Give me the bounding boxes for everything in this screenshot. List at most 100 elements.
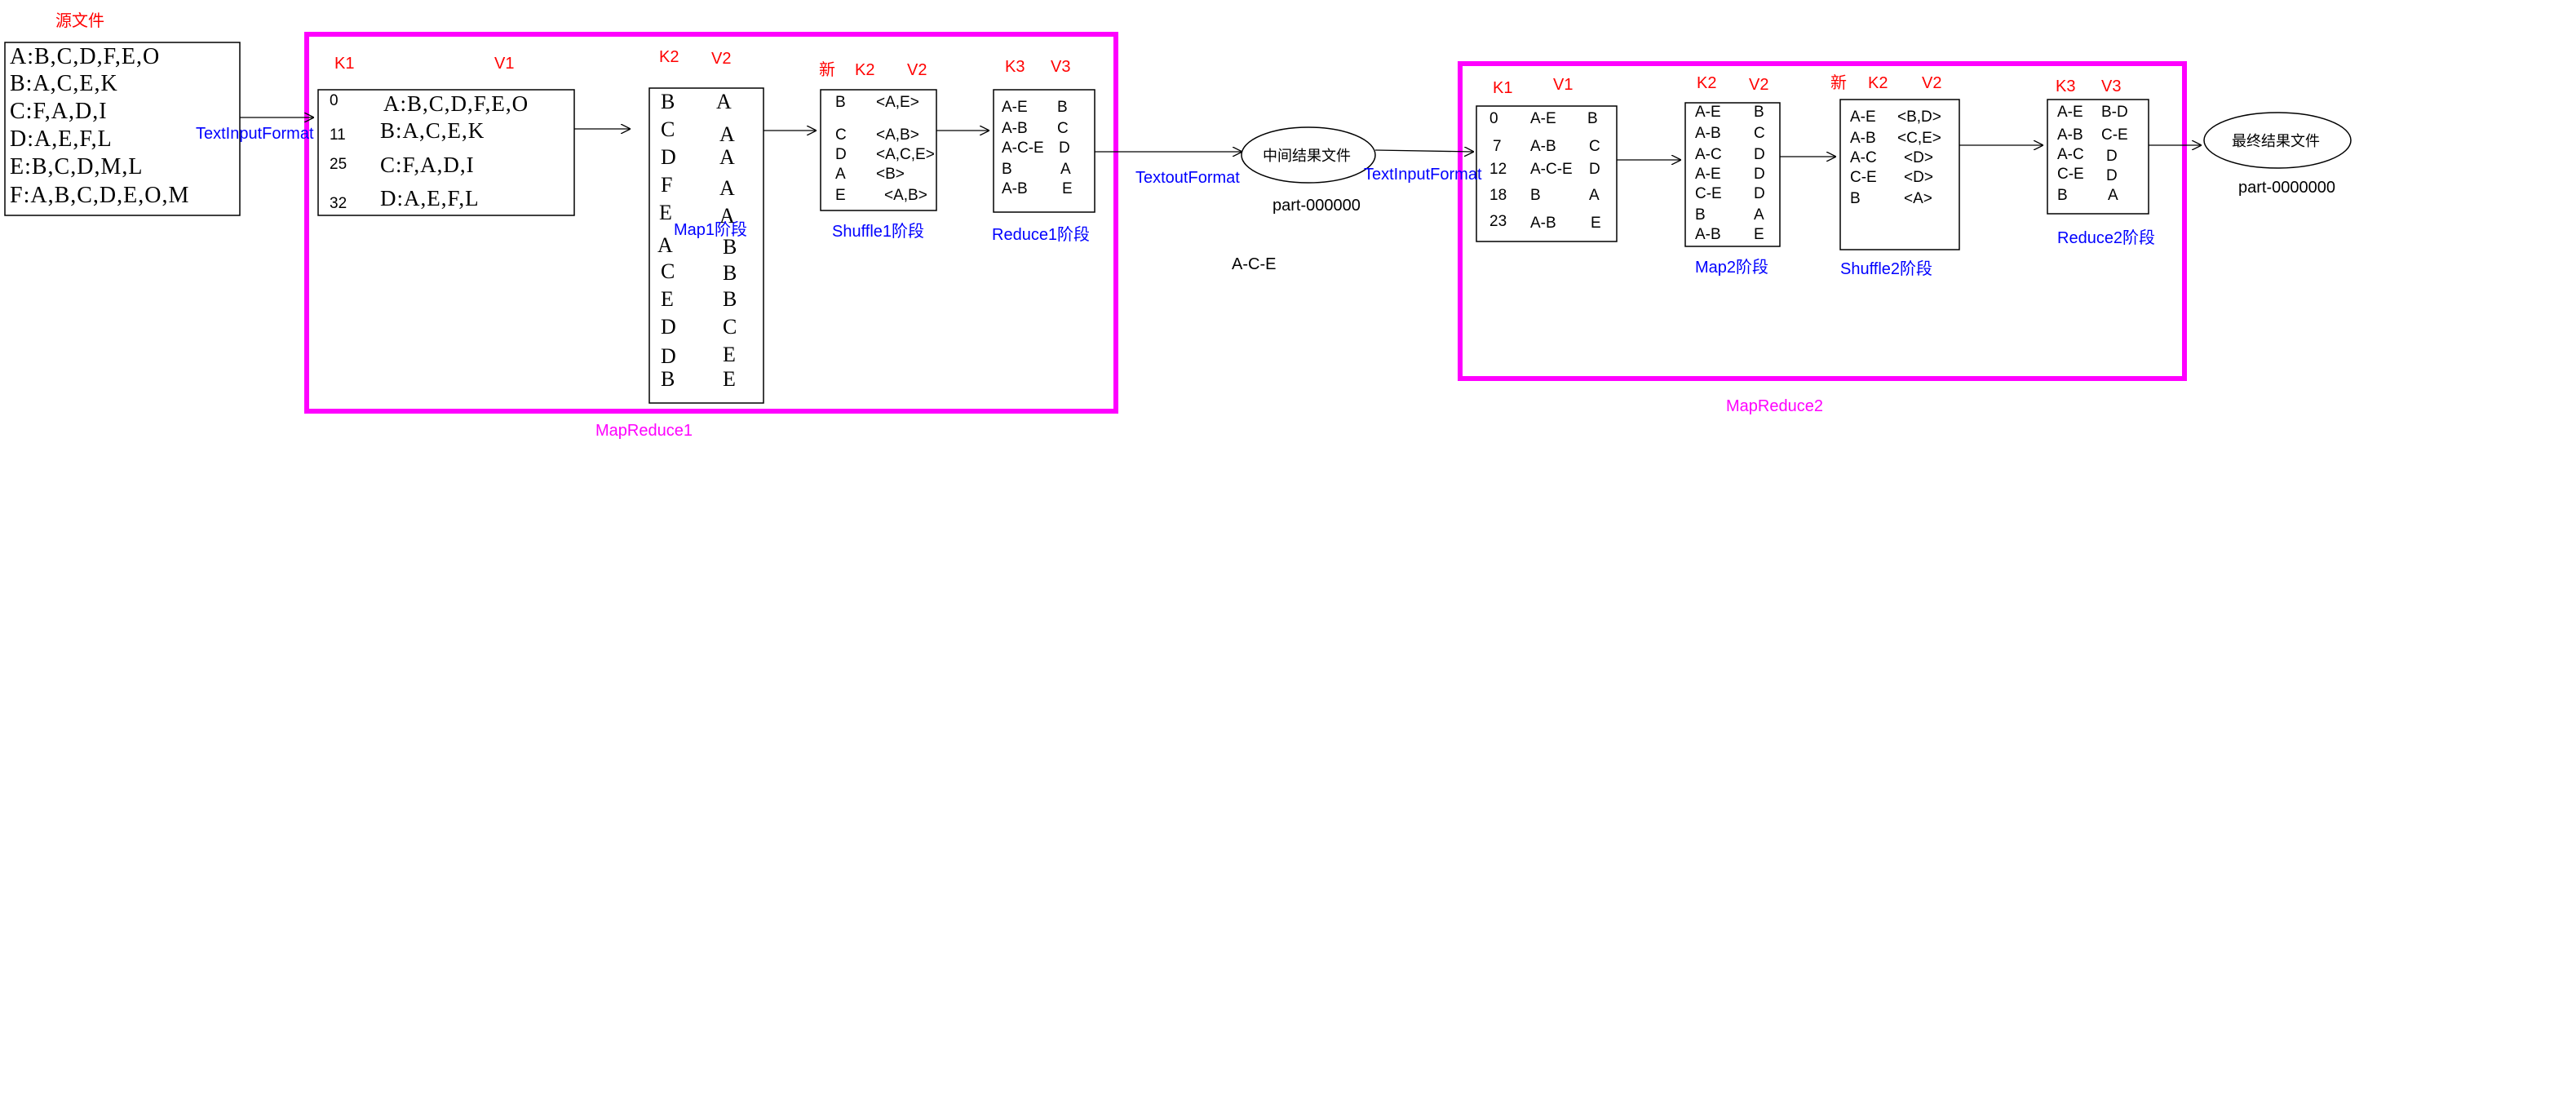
mr2-reduce-key: A-C [2057,146,2084,163]
mr1-shuffle-value: <B> [876,166,905,183]
mr1-map-value: E [723,367,736,391]
mr1-map-value: A [719,204,735,228]
mr1-reduce-stage-label: Reduce1阶段 [992,226,1091,244]
mr1-map-key: C [661,259,675,283]
mr2-input-box [1476,105,1618,242]
mr2-shuffle-value: <D> [1904,169,1933,186]
mr2-reduce-value: A [2108,187,2118,204]
mr2-map-key: A-E [1695,104,1721,121]
mr2-map-v-header: V2 [1749,76,1769,94]
mr2-map-key: A-B [1695,125,1721,142]
mr1-map-v-header: V2 [711,50,732,68]
mr2-map-key: A-B [1695,226,1721,243]
mr2-shuffle-k-header: K2 [1868,74,1888,92]
mr1-shuffle-value: <A,C,E> [876,146,935,163]
mr2-map-stage-label: Map2阶段 [1695,259,1769,277]
mr2-input-col3: E [1591,215,1601,232]
mr1-map-value: C [723,315,737,339]
mr2-map-k-header: K2 [1697,74,1717,92]
source-line: B:A,C,E,K [10,71,118,96]
mr2-input-k-header: K1 [1493,79,1513,97]
mr1-map-value: A [716,90,732,113]
intermediate-file-name: 中间结果文件 [1263,148,1351,164]
mr2-map-value: A [1754,206,1764,224]
mr1-map-key: A [657,233,673,257]
mr2-input-key: 23 [1489,213,1507,230]
mr1-shuffle-value: <A,B> [884,187,927,204]
mr2-reduce-stage-label: Reduce2阶段 [2057,229,2156,247]
source-line: D:A,E,F,L [10,126,113,152]
text-input-format-label-1: TextInputFormat [196,125,314,143]
mr2-map-value: D [1754,146,1765,163]
mr2-reduce-key: B [2057,187,2068,204]
mr2-shuffle-key: A-E [1850,109,1876,126]
mr2-map-value: D [1754,166,1765,183]
mr1-reduce-key: A-B [1002,180,1028,197]
mapreduce2-frame [1458,61,2187,381]
mr1-map-value: A [719,145,735,169]
mr1-map-key: D [661,344,676,368]
mr1-input-value: A:B,C,D,F,E,O [383,91,529,116]
arrow-intermediate-to-input2 [1374,150,1473,152]
mr1-reduce-value: C [1057,120,1069,137]
mr2-shuffle-value: <A> [1904,190,1932,207]
mr1-reduce-v-header: V3 [1051,58,1071,76]
mr2-shuffle-key: B [1850,190,1861,207]
mr1-reduce-key: A-C-E [1002,140,1044,157]
text-output-format-label: TextoutFormat [1135,169,1240,187]
mr2-shuffle-key: C-E [1850,169,1877,186]
mr1-input-value: C:F,A,D,I [380,153,475,177]
source-line: F:A,B,C,D,E,O,M [10,183,190,208]
mr1-reduce-k-header: K3 [1005,58,1025,76]
mr2-reduce-key: A-B [2057,126,2083,144]
mr1-reduce-value: D [1059,140,1070,157]
mr1-shuffle-value: <A,E> [876,94,919,111]
mr1-shuffle-v-header: V2 [907,61,927,79]
mr2-shuffle-stage-label: Shuffle2阶段 [1840,260,1933,278]
mr1-map-key: B [661,367,675,391]
text-input-format-label-2: TextInputFormat [1364,166,1482,184]
mr1-reduce-key: B [1002,161,1012,178]
mr2-shuffle-box [1839,99,1960,250]
mr2-input-key: 0 [1489,110,1498,127]
mr2-map-key: C-E [1695,185,1722,202]
mr2-shuffle-key: A-C [1850,149,1877,166]
mr2-reduce-box [2047,99,2149,215]
mapreduce1-frame [304,32,1118,414]
mr1-map-key: D [661,145,676,169]
mr1-map-stage-label: Map1阶段 [674,221,748,239]
mr2-map-value: B [1754,104,1764,121]
mr2-input-col3: C [1589,138,1600,155]
mr1-shuffle-key: C [835,126,847,144]
mr1-map-key: B [661,90,675,113]
mapreduce1-label: MapReduce1 [595,422,693,440]
mr1-reduce-value: A [1060,161,1071,178]
source-line: C:F,A,D,I [10,99,108,124]
mr2-input-col2: A-B [1530,138,1556,155]
mr1-input-v-header: V1 [494,55,515,73]
mr1-input-value: D:A,E,F,L [380,186,480,210]
mr2-map-key: A-E [1695,166,1721,183]
mr2-reduce-value: D [2106,148,2118,165]
mr1-map-value: B [723,261,737,285]
mr1-reduce-value: B [1057,99,1068,116]
mr1-shuffle-key: B [835,94,846,111]
mr1-map-box [648,87,764,404]
mr2-shuffle-v-header: V2 [1922,74,1942,92]
mr1-map-value: B [723,287,737,311]
mr1-input-k-header: K1 [334,55,355,73]
mr2-map-value: C [1754,125,1765,142]
mr2-shuffle-key: A-B [1850,130,1876,147]
mr1-map-key: E [659,201,672,224]
mr2-input-col3: B [1587,110,1598,127]
mr1-reduce-key: A-E [1002,99,1028,116]
mr1-shuffle-value: <A,B> [876,126,919,144]
final-part-label: part-0000000 [2238,179,2335,197]
mr1-reduce-key: A-B [1002,120,1028,137]
mr1-map-value: B [723,235,737,259]
mr2-map-box [1684,102,1781,247]
mr1-input-key: 11 [330,126,346,144]
mr2-map-key: B [1695,206,1706,224]
source-file-box [4,42,241,216]
mr1-reduce-value: E [1062,180,1073,197]
